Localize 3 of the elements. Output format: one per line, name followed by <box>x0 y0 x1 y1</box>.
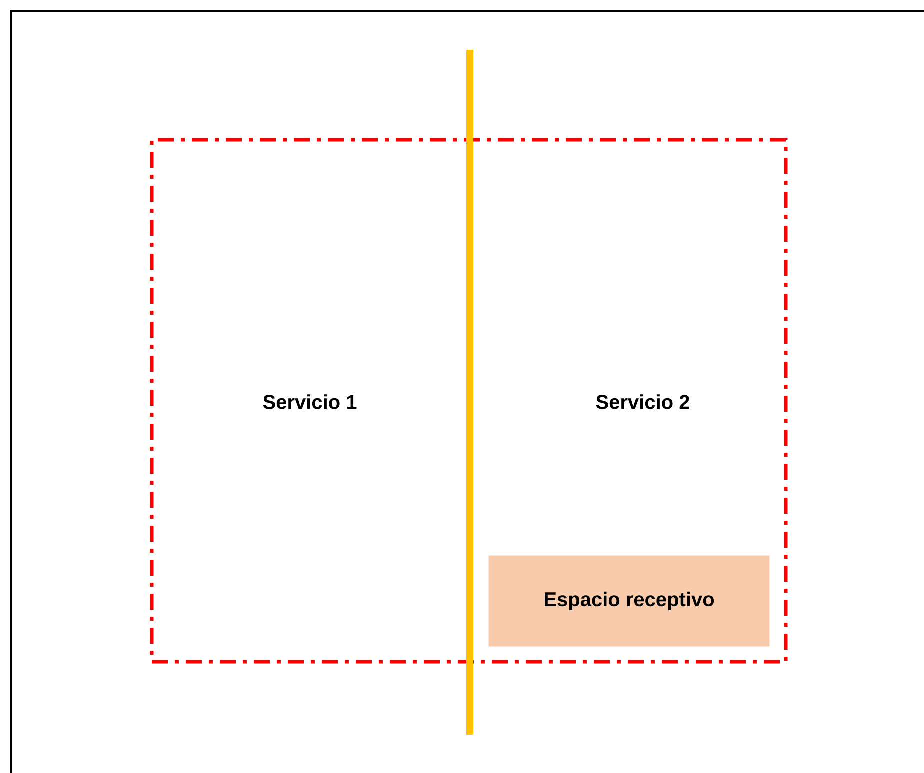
area-label: Servicio 2 <box>596 394 690 410</box>
receptive-space-box: Espacio receptivo <box>488 556 770 647</box>
area-label: Servicio 1 <box>263 394 357 410</box>
